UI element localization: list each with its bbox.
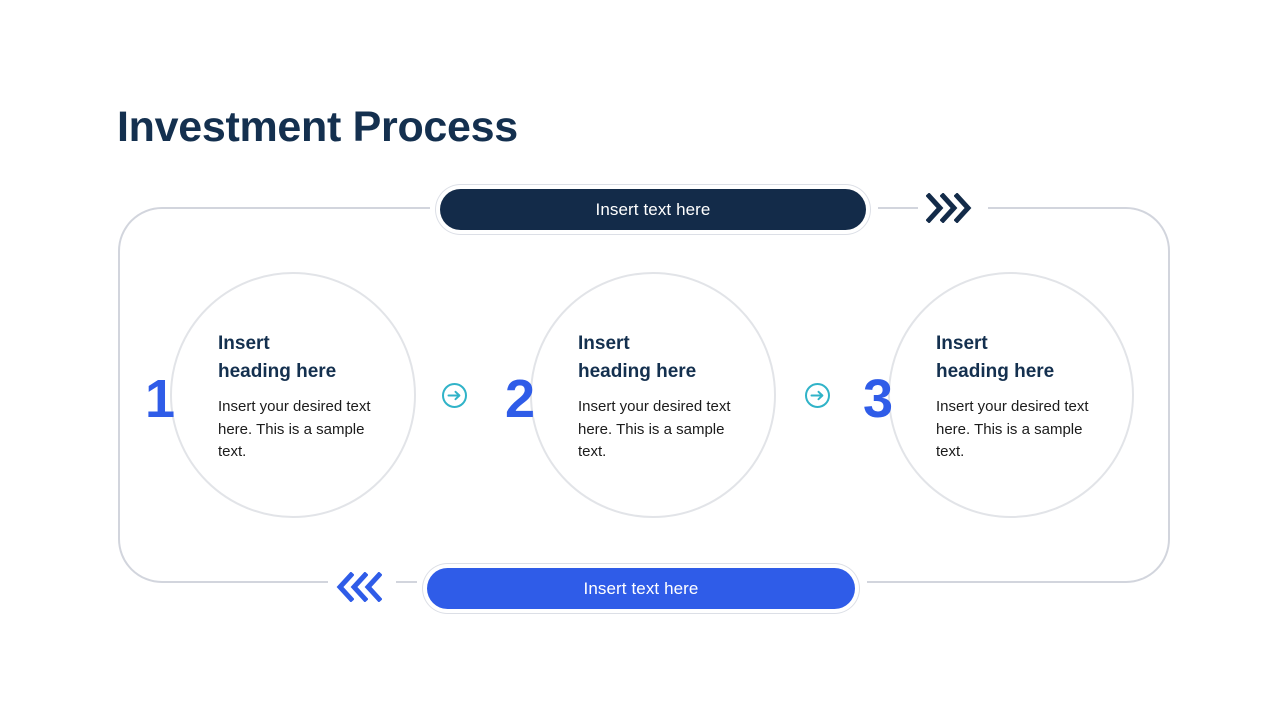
steps-row: 1 Insert heading here Insert your desire… <box>118 207 1170 583</box>
chevrons-left-icon <box>335 572 382 602</box>
step-heading-2-line1: Insert <box>578 333 630 354</box>
step-body-1: Insert heading here Insert your desired … <box>218 330 390 464</box>
step-number-2: 2 <box>505 369 536 429</box>
step-heading-1-line2: heading here <box>218 361 337 383</box>
step-body-3: Insert heading here Insert your desired … <box>936 330 1108 464</box>
step-circle-2 <box>530 272 776 518</box>
step-number-3: 3 <box>863 369 894 429</box>
step-heading-2-line2: heading here <box>578 361 697 383</box>
step-card-1[interactable]: 1 Insert heading here Insert your desire… <box>145 272 416 518</box>
top-banner-pill[interactable]: Insert text here <box>440 189 866 230</box>
step-text-3: Insert your desired text here. This is a… <box>936 398 1089 461</box>
step-card-2[interactable]: 2 Insert heading here Insert your desire… <box>505 272 776 518</box>
step-circle-3 <box>888 272 1134 518</box>
step-heading-3-line2: heading here <box>936 361 1055 383</box>
circle-arrow-right-icon-1 <box>441 382 468 409</box>
step-heading-3-line1: Insert <box>936 333 988 354</box>
step-heading-3: Insert heading here <box>936 330 1108 386</box>
step-circle-1 <box>170 272 416 518</box>
bottom-banner-label: Insert text here <box>583 578 699 598</box>
step-card-3[interactable]: 3 Insert heading here Insert your desire… <box>863 272 1134 518</box>
step-body-2: Insert heading here Insert your desired … <box>578 330 750 464</box>
step-text-1: Insert your desired text here. This is a… <box>218 398 371 461</box>
chevrons-right-icon <box>926 193 973 223</box>
step-heading-1-line1: Insert <box>218 333 270 354</box>
step-heading-2: Insert heading here <box>578 330 750 386</box>
step-heading-1: Insert heading here <box>218 330 390 386</box>
step-text-2: Insert your desired text here. This is a… <box>578 398 731 461</box>
top-banner-label: Insert text here <box>595 199 711 219</box>
bottom-banner-pill[interactable]: Insert text here <box>427 568 855 609</box>
page-title: Investment Process <box>117 103 518 151</box>
circle-arrow-right-icon-2 <box>804 382 831 409</box>
step-number-1: 1 <box>145 369 176 429</box>
